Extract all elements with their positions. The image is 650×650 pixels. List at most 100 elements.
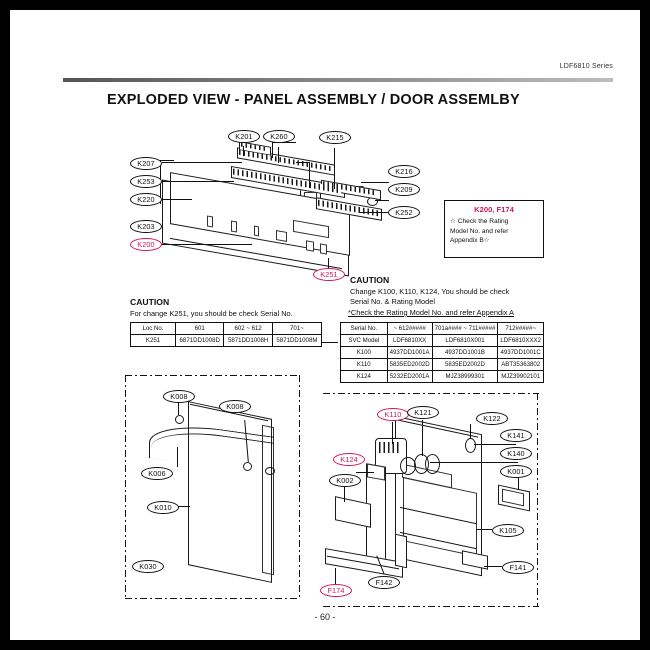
callout-k201[interactable]: K201 xyxy=(228,130,260,143)
table-cell: 4937DD1001B xyxy=(431,346,499,359)
callout-k252[interactable]: K252 xyxy=(388,206,420,219)
callout-k253[interactable]: K253 xyxy=(130,175,162,188)
leader-k252 xyxy=(360,212,388,213)
callout-k203[interactable]: K203 xyxy=(130,220,162,233)
part-f142-bracket xyxy=(395,533,407,569)
table-header-cell: 602 ~ 612 xyxy=(223,322,273,335)
leader-k110 xyxy=(392,422,393,444)
table-cell: MJZ38999301 xyxy=(431,370,499,383)
latch-arm xyxy=(296,162,310,163)
table-header-cell: Loc No. xyxy=(130,322,176,335)
leader-k124 xyxy=(356,472,374,473)
table-row: K110 5835ED2002D 5835ED2002D ABT35363802 xyxy=(340,358,544,371)
table-header-cell: 601 xyxy=(174,322,225,335)
screw-k008-left xyxy=(175,415,184,424)
callout-k030[interactable]: K030 xyxy=(132,560,164,573)
leader-f141 xyxy=(484,566,502,567)
table-row: K124 5232ED2001A MJZ38999301 MJZ39902101 xyxy=(340,370,544,383)
leader-k201 xyxy=(243,146,244,156)
callout-k140[interactable]: K140 xyxy=(500,447,532,460)
leader-k121 xyxy=(422,420,423,456)
leader-k002 xyxy=(344,482,345,502)
dispenser-module-detail xyxy=(379,442,401,453)
leader-k001 xyxy=(518,468,519,490)
callout-k216[interactable]: K216 xyxy=(388,165,420,178)
leader-k220 xyxy=(162,199,192,200)
callout-k207[interactable]: K207 xyxy=(130,157,162,170)
leader-k207 xyxy=(162,162,242,163)
figure-border-left-bottom xyxy=(125,598,300,600)
leader-k260 xyxy=(278,147,279,163)
table-cell: K124 xyxy=(340,370,388,383)
panel-detail-6 xyxy=(320,243,327,255)
callout-k110[interactable]: K110 xyxy=(377,408,409,421)
table-row: K100 4937DD1001A 4937DD1001B 4937DD1001C xyxy=(340,346,544,359)
caution-right-line2: Serial No. & Rating Model xyxy=(350,297,436,306)
callout-k010[interactable]: K010 xyxy=(147,501,179,514)
panel-left-bracket-top xyxy=(160,160,174,161)
dispenser-ring-2 xyxy=(425,454,440,474)
rating-note-line1: ☆ Check the Rating xyxy=(450,218,509,225)
callout-f174[interactable]: F174 xyxy=(320,584,352,597)
leader-k253 xyxy=(162,181,234,182)
callout-k215[interactable]: K215 xyxy=(319,131,351,144)
table-row: SVC Model LDF6810XX LDF6810X001 LDF6810X… xyxy=(340,334,544,347)
part-k122 xyxy=(465,438,476,453)
rating-note-box: K200, F174 ☆ Check the Rating Model No. … xyxy=(444,200,544,258)
page-title: EXPLODED VIEW - PANEL ASSEMBLY / DOOR AS… xyxy=(107,92,520,108)
figure-border-right-top xyxy=(323,393,539,395)
header-divider xyxy=(63,78,613,82)
rating-note-line3: Appendix B☆ xyxy=(450,237,490,244)
table-cell: 4937DD1001A xyxy=(386,346,433,359)
callout-k209[interactable]: K209 xyxy=(388,183,420,196)
callout-f141[interactable]: F141 xyxy=(502,561,534,574)
table-cell: MJZ39902101 xyxy=(497,370,544,383)
table-cell: 5871DD1008H xyxy=(223,334,273,347)
callout-f142[interactable]: F142 xyxy=(368,576,400,589)
table-header-cell: Serial No. xyxy=(340,322,388,335)
panel-detail-4 xyxy=(276,230,287,242)
leader-k209 xyxy=(375,200,389,201)
callout-k122[interactable]: K122 xyxy=(476,412,508,425)
manual-page: LDF6810 Series EXPLODED VIEW - PANEL ASS… xyxy=(10,10,640,640)
table-cell: 5232ED2001A xyxy=(386,370,433,383)
table-cell: 4937DD1001C xyxy=(497,346,544,359)
table-cell: SVC Model xyxy=(340,334,388,347)
table-cell: ABT35363802 xyxy=(497,358,544,371)
leader-k122 xyxy=(470,424,471,438)
figure-border-left-right xyxy=(299,375,301,599)
callout-k260[interactable]: K260 xyxy=(263,130,295,143)
leader-k105 xyxy=(476,529,492,530)
table-header-cell: 701a#### ~ 711##### xyxy=(431,322,499,335)
callout-k001[interactable]: K001 xyxy=(500,465,532,478)
leader-k251 xyxy=(328,258,329,268)
leader-k006 xyxy=(177,447,178,467)
leader-k008-left xyxy=(178,401,179,415)
figure-border-right-side xyxy=(537,393,539,607)
caution-left-text: For change K251, you should be check Ser… xyxy=(130,309,293,318)
callout-k220[interactable]: K220 xyxy=(130,193,162,206)
callout-k008-right[interactable]: K008 xyxy=(219,400,251,413)
callout-k002[interactable]: K002 xyxy=(329,474,361,487)
leader-f174 xyxy=(335,568,336,586)
panel-detail-3 xyxy=(254,225,259,237)
caution-left-table: Loc No. 601 602 ~ 612 701~ K251 6871DD10… xyxy=(130,322,323,347)
callout-k006[interactable]: K006 xyxy=(141,467,173,480)
callout-k141[interactable]: K141 xyxy=(500,429,532,442)
callout-k105[interactable]: K105 xyxy=(492,524,524,537)
table-header-cell: 712#####~ xyxy=(497,322,544,335)
callout-k008-left[interactable]: K008 xyxy=(163,390,195,403)
table-cell: K100 xyxy=(340,346,388,359)
callout-k200[interactable]: K200 xyxy=(130,238,162,251)
callout-k121[interactable]: K121 xyxy=(407,406,439,419)
header-series-label: LDF6810 Series xyxy=(559,63,613,70)
latch-stem xyxy=(309,162,310,188)
table-cell: LDF6810XXX2 xyxy=(497,334,544,347)
page-number: - 60 - xyxy=(314,612,336,622)
caution-right-table: Serial No. ~ 612##### 701a#### ~ 711####… xyxy=(340,322,544,383)
callout-k124[interactable]: K124 xyxy=(333,453,365,466)
callout-k251[interactable]: K251 xyxy=(313,268,345,281)
leader-k140 xyxy=(430,462,518,463)
screw-k008-right xyxy=(243,462,252,471)
table-header-cell: ~ 612##### xyxy=(386,322,433,335)
